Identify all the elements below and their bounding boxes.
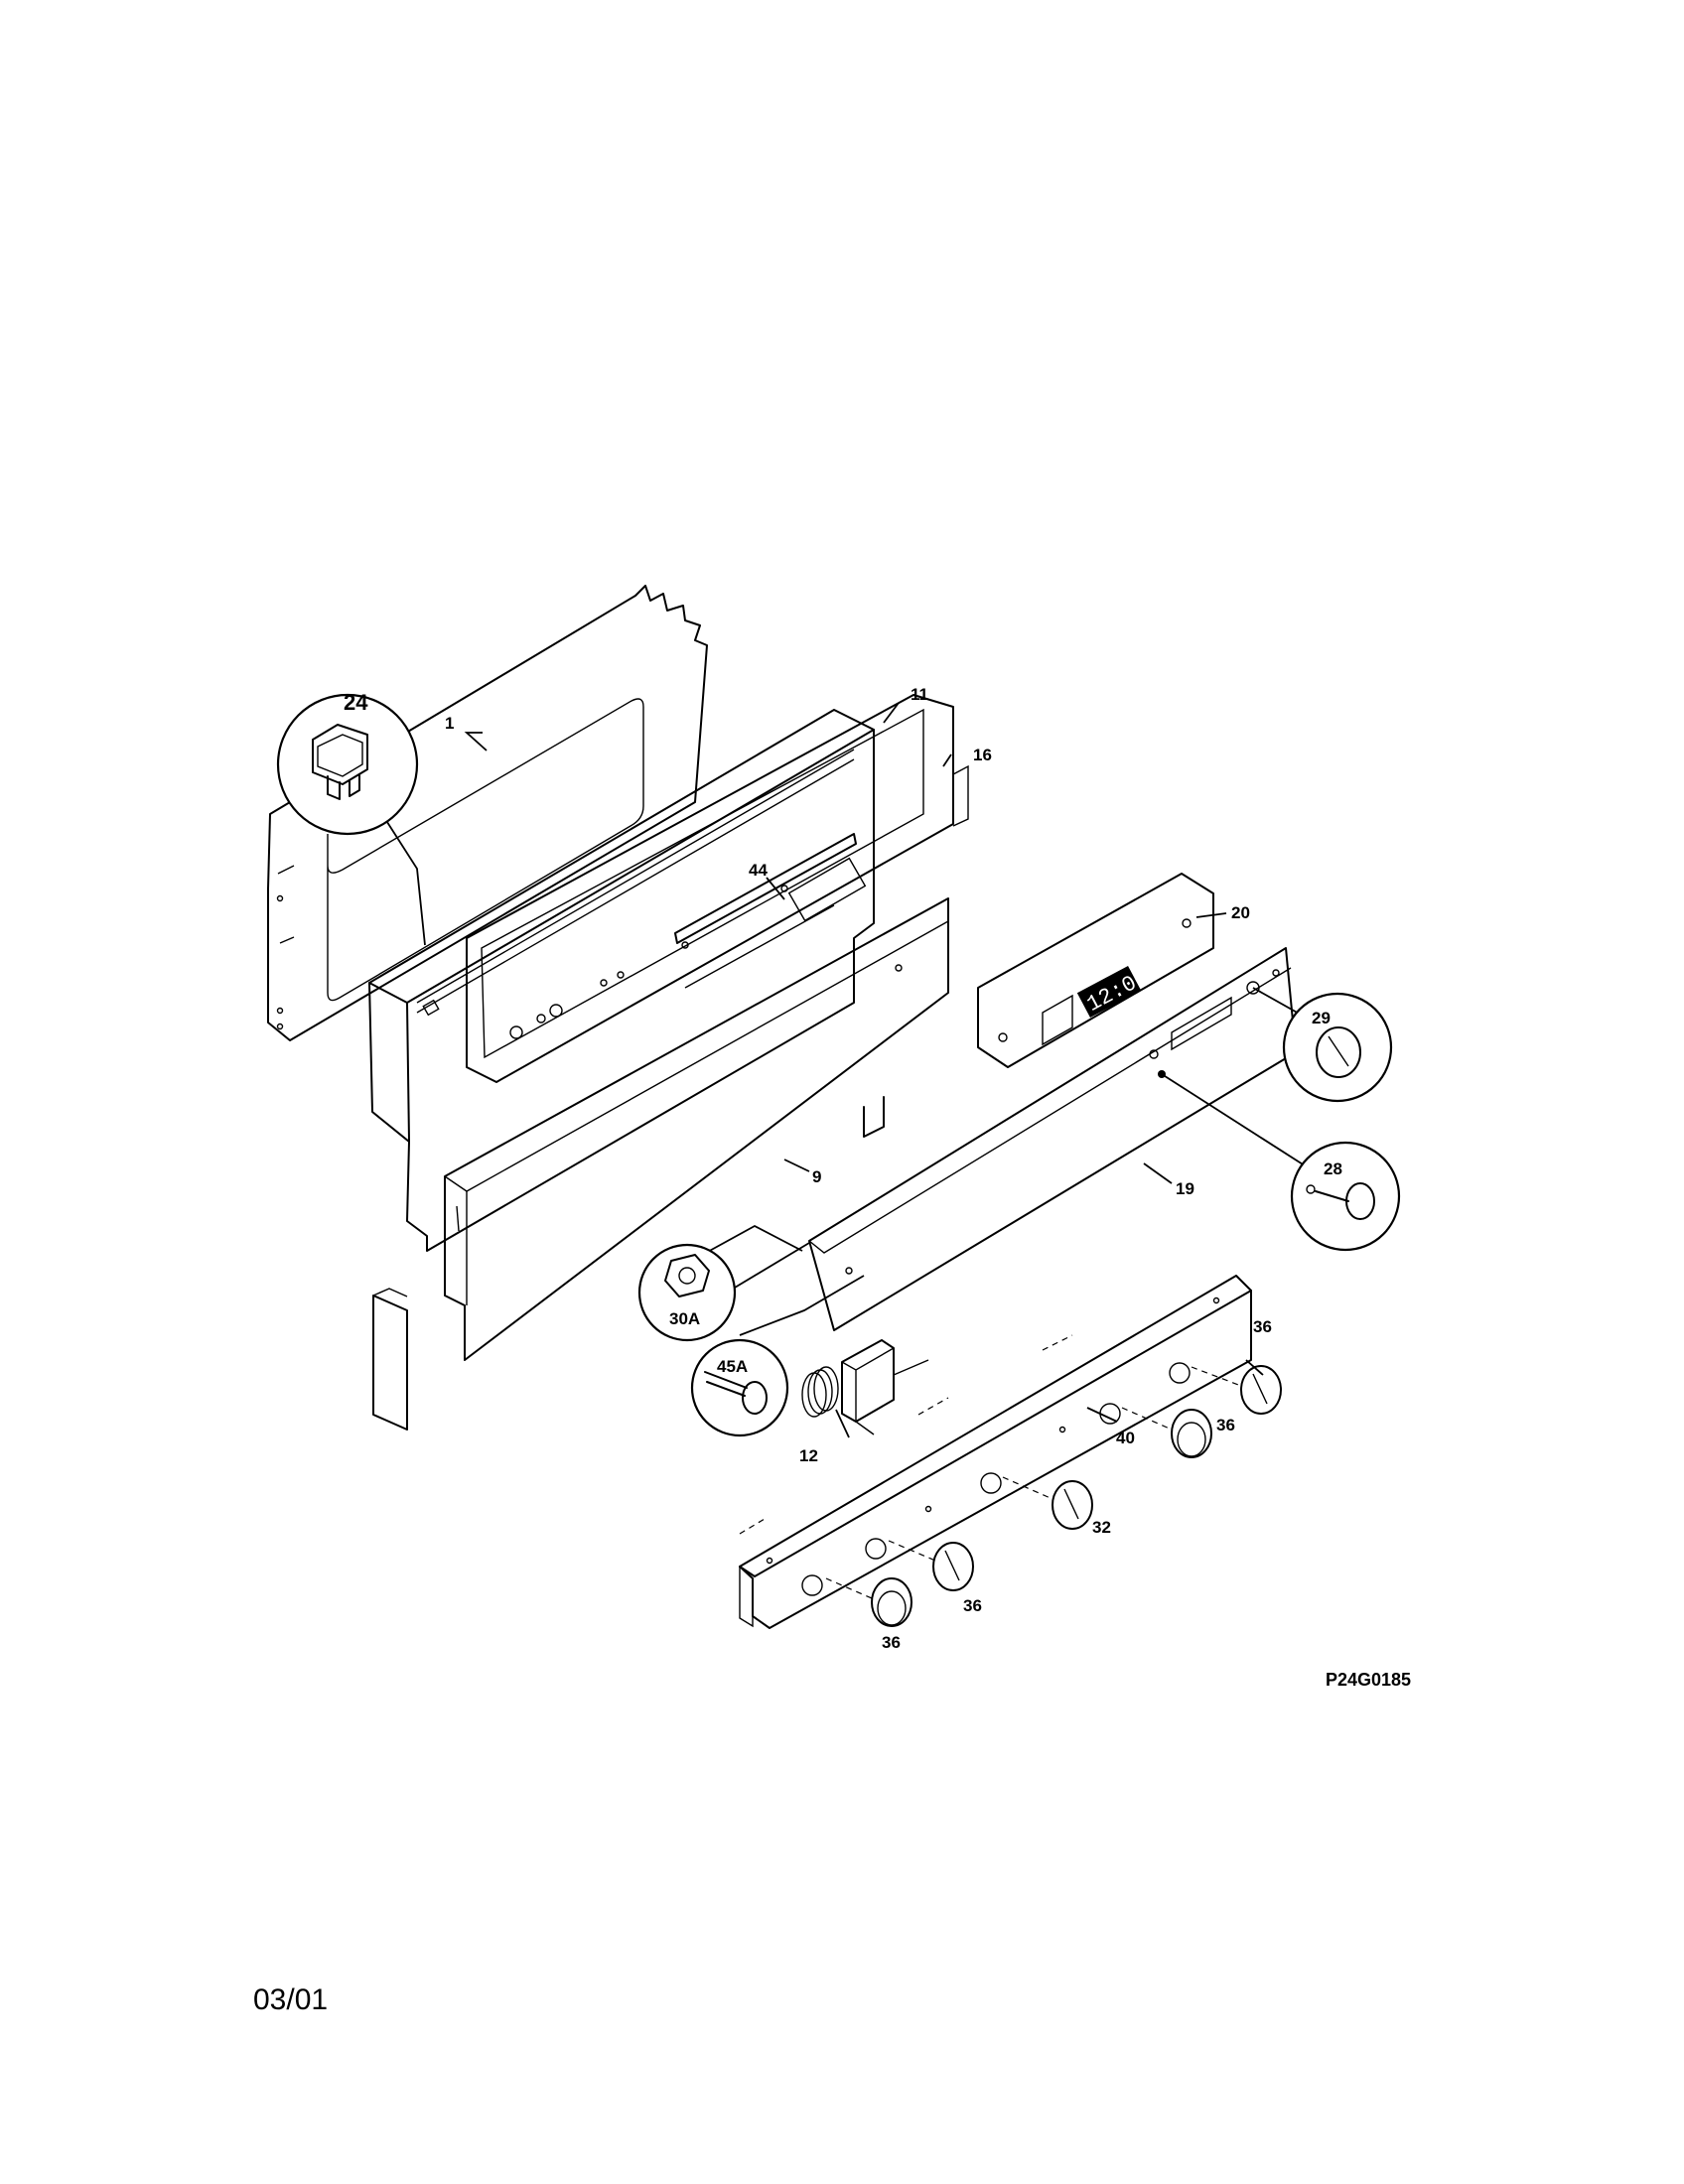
callout-30a	[637, 1243, 737, 1342]
label-part-36-left: 36	[963, 1596, 982, 1615]
label-part-12: 12	[799, 1446, 818, 1465]
leader-lines	[384, 702, 1312, 1438]
control-frame-part-11	[368, 709, 875, 1431]
label-part-1: 1	[445, 714, 454, 733]
callout-45a	[690, 1338, 789, 1437]
knob-36-right	[1121, 1407, 1212, 1458]
faceplate-part-19	[808, 947, 1297, 1331]
control-board-part-20: 12:00	[977, 873, 1214, 1068]
label-part-19: 19	[1176, 1179, 1194, 1198]
label-part-36-lower-left: 36	[882, 1633, 901, 1652]
label-part-11: 11	[911, 685, 928, 704]
knob-36-lower-left	[825, 1577, 912, 1627]
drawing-code: P24G0185	[1326, 1670, 1411, 1690]
callout-24	[276, 693, 419, 836]
label-part-40: 40	[1116, 1429, 1135, 1447]
knob-group	[825, 1365, 1282, 1627]
label-part-32: 32	[1092, 1518, 1111, 1537]
knob-36-left	[888, 1540, 974, 1591]
label-part-30a: 30A	[669, 1309, 700, 1328]
part-labels: 24 1 11 16 44 20 29 28 9 19 30A 45A 12 4…	[344, 685, 1342, 1652]
label-part-36-right: 36	[1216, 1416, 1235, 1434]
label-part-28: 28	[1324, 1160, 1342, 1178]
label-part-20: 20	[1231, 903, 1250, 922]
label-part-29: 29	[1312, 1009, 1331, 1027]
label-part-36-far-right: 36	[1253, 1317, 1272, 1336]
knob-36-far-right	[1191, 1365, 1282, 1415]
trim-panel-part-9	[444, 897, 949, 1361]
bracket-part-16	[466, 694, 969, 1083]
knob-32-center	[1002, 1476, 1093, 1530]
date-code: 03/01	[253, 1983, 328, 2016]
label-part-9: 9	[812, 1167, 821, 1186]
thermostat-part-12	[801, 1339, 929, 1435]
label-part-45a: 45A	[717, 1357, 748, 1376]
back-panel-part-1	[267, 585, 708, 1041]
label-part-44: 44	[749, 861, 768, 880]
callout-28	[1290, 1141, 1401, 1252]
strip-part-44	[674, 833, 857, 944]
label-part-24: 24	[344, 690, 368, 715]
label-part-16: 16	[973, 746, 992, 764]
manifold-panel-part-40	[739, 1275, 1252, 1629]
callout-29	[1282, 992, 1393, 1103]
